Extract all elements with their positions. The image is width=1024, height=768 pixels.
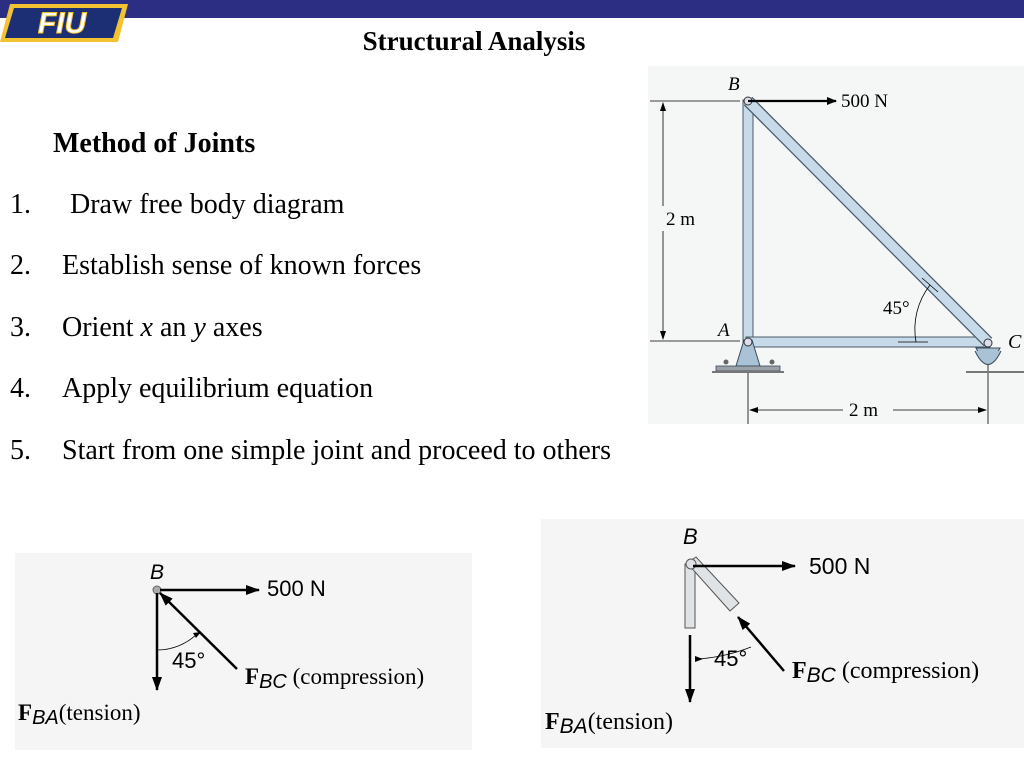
load-label: 500 N: [809, 553, 870, 579]
step-number: 3.: [10, 312, 31, 343]
logo-text: FIU: [38, 7, 88, 40]
step-text: Orient: [62, 312, 141, 343]
step-text: Draw free body diagram: [70, 189, 345, 220]
joint-c-label: C: [1008, 331, 1022, 353]
step-text: Start from one simple joint and proceed …: [62, 435, 611, 466]
step-3: 3. Orient x an y axes: [10, 312, 263, 344]
joint-a-label: A: [716, 320, 730, 341]
header-bar: [0, 0, 1024, 18]
fiu-logo: FIU: [0, 4, 128, 42]
angle-label: 45°: [714, 646, 747, 671]
step-text: axes: [205, 312, 263, 343]
fbc-arrow: [737, 616, 785, 672]
height-label: 2 m: [666, 209, 695, 230]
angle-label: 45°: [883, 298, 910, 319]
truss-diagram: 2 m 2 m 45° 500 N B A C: [648, 66, 1024, 429]
fba-label: FBA(tension): [545, 709, 673, 738]
joint-b-label: B: [150, 561, 164, 584]
member-ab: [742, 99, 754, 343]
fbd-right: B 500 N 45° FBC (compression) FBA(tensio…: [541, 519, 1024, 753]
step-2: 2. Establish sense of known forces: [10, 250, 421, 282]
step-number: 4.: [10, 373, 31, 404]
width-label: 2 m: [849, 400, 878, 421]
step-text: Apply equilibrium equation: [62, 373, 374, 404]
angle-label: 45°: [172, 648, 205, 673]
angle-arc: [914, 284, 931, 343]
step-5: 5. Start from one simple joint and procee…: [10, 435, 611, 467]
load-label: 500 N: [267, 576, 326, 601]
joint-b-label: B: [683, 524, 698, 549]
member-stub-ba: [684, 563, 696, 629]
axis-x-label: x: [140, 312, 153, 343]
load-label: 500 N: [841, 91, 888, 112]
step-1: 1. Draw free body diagram: [10, 189, 344, 221]
page-title: Structural Analysis: [362, 26, 586, 56]
joint-b-label: B: [728, 74, 740, 95]
step-number: 1.: [10, 189, 31, 220]
step-number: 5.: [10, 435, 31, 466]
step-text: Establish sense of known forces: [62, 250, 422, 281]
step-number: 2.: [10, 250, 31, 281]
step-4: 4. Apply equilibrium equation: [10, 373, 373, 405]
step-text: an: [152, 312, 194, 343]
member-ac: [745, 336, 991, 348]
axis-y-label: y: [193, 312, 206, 343]
fbc-label: FBC (compression): [792, 658, 979, 687]
fbc-label: FBC (compression): [245, 664, 424, 693]
fba-label: FBA(tension): [18, 700, 141, 729]
fbc-arrow: [159, 592, 238, 670]
method-heading: Method of Joints: [53, 128, 256, 159]
fbd-left: B 500 N 45° FBC (compression) FBA(tensio…: [15, 553, 472, 755]
